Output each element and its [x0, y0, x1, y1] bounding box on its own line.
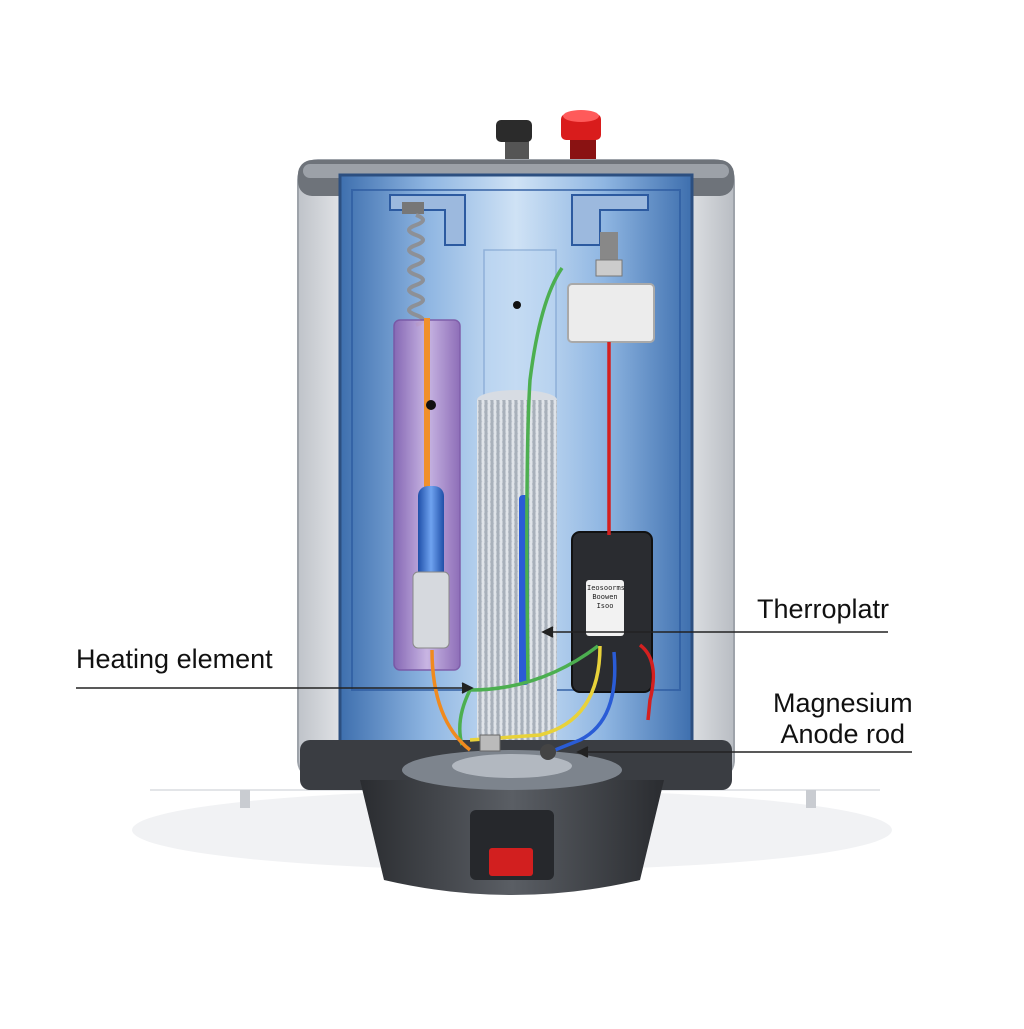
label-anode-line2: Anode rod: [780, 719, 906, 749]
anode-terminal: [540, 744, 556, 760]
terminal-block: [479, 734, 501, 752]
thermostat-box-text: Ieosoorms Boowen Isoo: [587, 584, 625, 611]
foot-left: [240, 790, 250, 808]
heating-element: [393, 318, 461, 671]
cold-inlet-cap: [496, 120, 532, 160]
label-heating-element: Heating element: [76, 644, 273, 674]
tank-base: [300, 740, 732, 895]
label-thermostat: Therroplatr: [757, 594, 890, 624]
leader-lines: [76, 626, 912, 758]
temperature-sensor: [567, 232, 655, 343]
heating-element-spring: [402, 202, 425, 327]
thermostat-box: [571, 531, 653, 693]
label-anode-line1: Magnesium: [773, 688, 913, 718]
arrow-heating-element: [461, 682, 474, 694]
drain-valve-red: [489, 848, 533, 876]
wires: [430, 267, 656, 752]
hot-outlet-cap: [561, 110, 601, 160]
thermostat-box-text-line: Boowen: [592, 593, 618, 601]
thermostat-box-text-line: Isoo: [596, 602, 614, 610]
arrow-anode: [576, 746, 589, 758]
label-magnesium-anode-rod: Magnesium Anode rod: [773, 688, 913, 750]
foot-right: [806, 790, 816, 808]
arrow-thermostat: [541, 626, 554, 638]
thermostat-box-text-line: Ieosoorms: [587, 584, 625, 592]
